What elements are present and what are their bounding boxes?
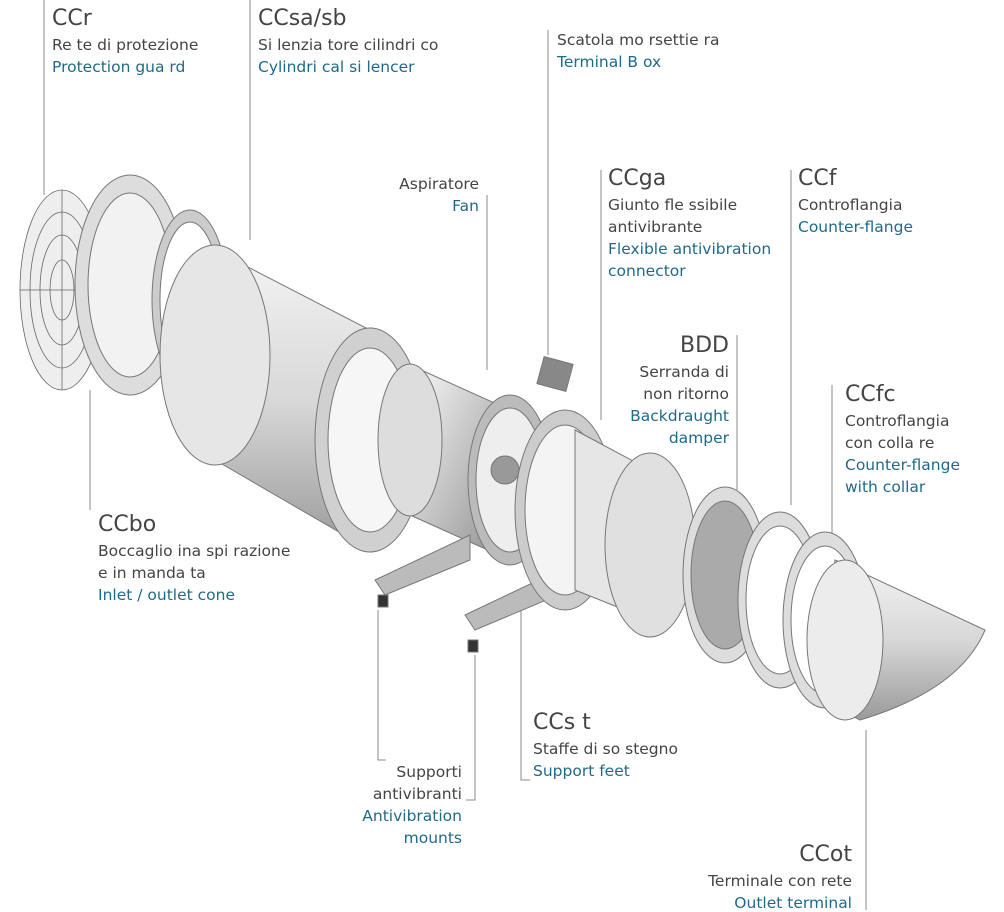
- english-name: connector: [608, 262, 686, 280]
- label-ccga: CCga Giunto fle ssibile antivibrante Fle…: [608, 164, 771, 282]
- label-bdd: BDD Serranda di non ritorno Backdraught …: [630, 331, 729, 449]
- english-name: Counter-flange: [845, 456, 961, 474]
- outlet-terminal: [806, 559, 986, 721]
- italian-name: Terminale con rete: [708, 872, 852, 890]
- english-name: Cylindri cal si lencer: [258, 58, 415, 76]
- italian-name: antivibrante: [608, 218, 703, 236]
- flexible-connector: [514, 409, 696, 638]
- part-code: BDD: [680, 333, 729, 358]
- english-name: Fan: [452, 197, 479, 215]
- english-name: Counter-flange: [798, 218, 914, 236]
- english-name: Terminal B ox: [557, 53, 662, 71]
- part-code: CCfc: [845, 382, 896, 407]
- label-mounts: Supporti antivibranti Antivibration moun…: [362, 761, 462, 849]
- italian-name: Controflangia: [845, 412, 950, 430]
- italian-name: Si lenzia tore cilindri co: [258, 36, 439, 54]
- leader-lines: [43, 0, 867, 910]
- italian-name: Serranda di: [639, 363, 729, 381]
- italian-name: non ritorno: [643, 385, 729, 403]
- label-ccf: CCf Controflangia Counter-flange: [798, 164, 913, 238]
- english-name: Inlet / outlet cone: [98, 586, 235, 604]
- italian-name: e in manda ta: [98, 564, 206, 582]
- part-code: CCf: [798, 166, 837, 191]
- english-name: damper: [668, 429, 729, 447]
- label-ccot: CCot Terminale con rete Outlet terminal: [708, 840, 852, 912]
- label-ccfc: CCfc Controflangia con colla re Counter-…: [845, 380, 960, 498]
- italian-name: antivibranti: [372, 785, 462, 803]
- english-name: Flexible antivibration: [608, 240, 772, 258]
- italian-name: Boccaglio ina spi razione: [98, 542, 291, 560]
- part-code: CCsa/sb: [258, 6, 347, 31]
- italian-name: con colla re: [845, 434, 935, 452]
- part-code: CCbo: [98, 512, 157, 537]
- part-code: CCot: [799, 842, 852, 867]
- english-name: Antivibration: [362, 807, 462, 825]
- italian-name: Aspiratore: [399, 175, 479, 193]
- label-ccbo: CCbo Boccaglio ina spi razione e in mand…: [98, 510, 290, 606]
- italian-name: Controflangia: [798, 196, 903, 214]
- italian-name: Scatola mo rsettie ra: [557, 31, 720, 49]
- english-name: mounts: [403, 829, 462, 847]
- italian-name: Supporti: [396, 763, 462, 781]
- label-fan: Aspiratore Fan: [399, 173, 479, 217]
- part-code: CCga: [608, 166, 667, 191]
- italian-name: Re te di protezione: [52, 36, 199, 54]
- english-name: Backdraught: [630, 407, 729, 425]
- english-name: with collar: [845, 478, 926, 496]
- english-name: Support feet: [533, 762, 630, 780]
- part-code: CCr: [52, 6, 92, 31]
- english-name: Protection gua rd: [52, 58, 186, 76]
- part-code: CCs t: [533, 710, 591, 735]
- label-ccr: CCr Re te di protezione Protection gua r…: [52, 4, 198, 78]
- label-terminal-box: Scatola mo rsettie ra Terminal B ox: [557, 29, 719, 73]
- italian-name: Giunto fle ssibile: [608, 196, 738, 214]
- label-ccsa: CCsa/sb Si lenzia tore cilindri co Cylin…: [258, 4, 438, 78]
- label-ccst: CCs t Staffe di so stegno Support feet: [533, 708, 678, 782]
- english-name: Outlet terminal: [734, 894, 852, 912]
- italian-name: Staffe di so stegno: [533, 740, 678, 758]
